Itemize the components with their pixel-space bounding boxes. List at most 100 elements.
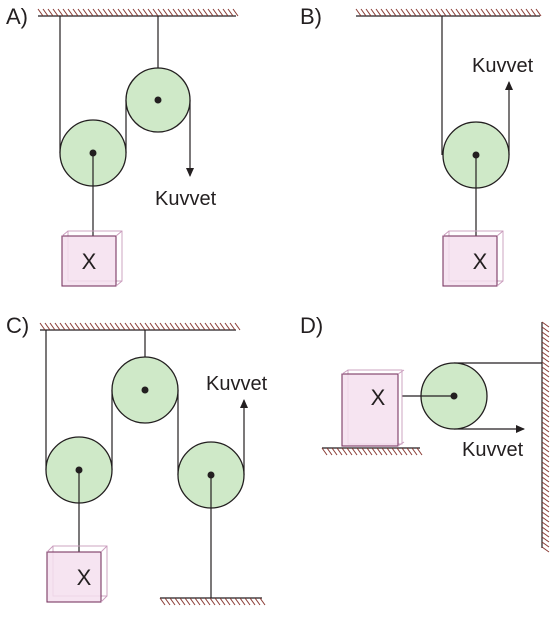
hatch-mark [391,447,398,456]
hatch-mark [199,322,206,331]
hatch-mark [222,8,229,17]
hatch-mark [366,447,373,456]
hatch-mark [64,322,71,331]
hatch-mark [541,381,550,388]
hatch-mark [541,396,550,403]
hatch-mark [510,8,517,17]
hatch-mark [541,386,550,393]
hatch-mark [351,447,358,456]
hatch-mark [192,8,199,17]
hatch-mark [157,8,164,17]
hatch-mark [541,431,550,438]
hatch-mark [380,8,387,17]
hatch-mark [541,436,550,443]
hatch-mark [326,447,333,456]
hatch-mark [102,8,109,17]
hatch-mark [415,8,422,17]
hatch-mark [470,8,477,17]
hatch-mark [187,8,194,17]
hatch-mark [341,447,348,456]
force-label-b: Kuvvet [472,55,534,77]
hatch-mark [162,8,169,17]
hatch-mark [420,8,427,17]
hatch-mark [381,447,388,456]
hatch-mark [154,322,161,331]
hatch-mark [541,456,550,463]
panel-b-label: B) [300,4,322,29]
hatch-mark [541,481,550,488]
hatch-mark [541,331,550,338]
hatch-mark [52,8,59,17]
hatch-mark [189,597,196,606]
hatch-mark [541,366,550,373]
hatch-mark [194,322,201,331]
hatch-mark [104,322,111,331]
force-label-a: Kuvvet [155,188,217,210]
hatch-mark [224,597,231,606]
hatch-mark [541,341,550,348]
hatch-mark [541,376,550,383]
hatch-mark [39,322,46,331]
hatch-mark [49,322,56,331]
hatch-mark [142,8,149,17]
hatch-mark [541,496,550,503]
hatch-mark [74,322,81,331]
panel-a-label: A) [6,4,28,29]
hatch-mark [475,8,482,17]
hatch-mark [167,8,174,17]
hatch-mark [172,8,179,17]
hatch-mark [541,526,550,533]
hatch-mark [455,8,462,17]
hatch-mark [44,322,51,331]
hatch-mark [99,322,106,331]
hatch-mark [405,8,412,17]
hatch-mark [217,8,224,17]
hatch-mark [149,322,156,331]
hatch-mark [54,322,61,331]
hatch-mark [189,322,196,331]
hatch-mark [460,8,467,17]
hatch-mark [254,597,261,606]
hatch-mark [97,8,104,17]
hatch-mark [249,597,256,606]
hatch-mark [541,521,550,528]
axle-a-fixed [154,96,162,104]
hatch-mark [331,447,338,456]
axle-c-fixed [141,386,149,394]
hatch-mark [360,8,367,17]
hatch-mark [336,447,343,456]
hatch-mark [69,322,76,331]
hatch-mark [122,8,129,17]
hatch-mark [485,8,492,17]
hatch-mark [541,441,550,448]
hatch-mark [89,322,96,331]
hatch-mark [541,476,550,483]
hatch-mark [541,461,550,468]
hatch-mark [127,8,134,17]
hatch-mark [229,597,236,606]
hatch-mark [541,491,550,498]
hatch-mark [77,8,84,17]
hatch-mark [541,516,550,523]
hatch-mark [541,426,550,433]
panel-c-label: C) [6,313,29,338]
hatch-mark [541,406,550,413]
hatch-mark [212,8,219,17]
hatch-mark [500,8,507,17]
hatch-mark [117,8,124,17]
hatch-mark [541,541,550,548]
hatch-mark [401,447,408,456]
box-c: X [46,545,108,603]
hatch-mark [159,597,166,606]
hatch-mark [541,336,550,343]
hatch-mark [219,322,226,331]
hatch-mark [174,322,181,331]
hatch-mark [214,597,221,606]
hatch-mark [541,511,550,518]
hatch-mark [234,322,241,331]
hatch-mark [440,8,447,17]
hatch-mark [541,486,550,493]
hatch-mark [395,8,402,17]
hatch-mark [541,321,550,328]
hatch-mark [219,597,226,606]
